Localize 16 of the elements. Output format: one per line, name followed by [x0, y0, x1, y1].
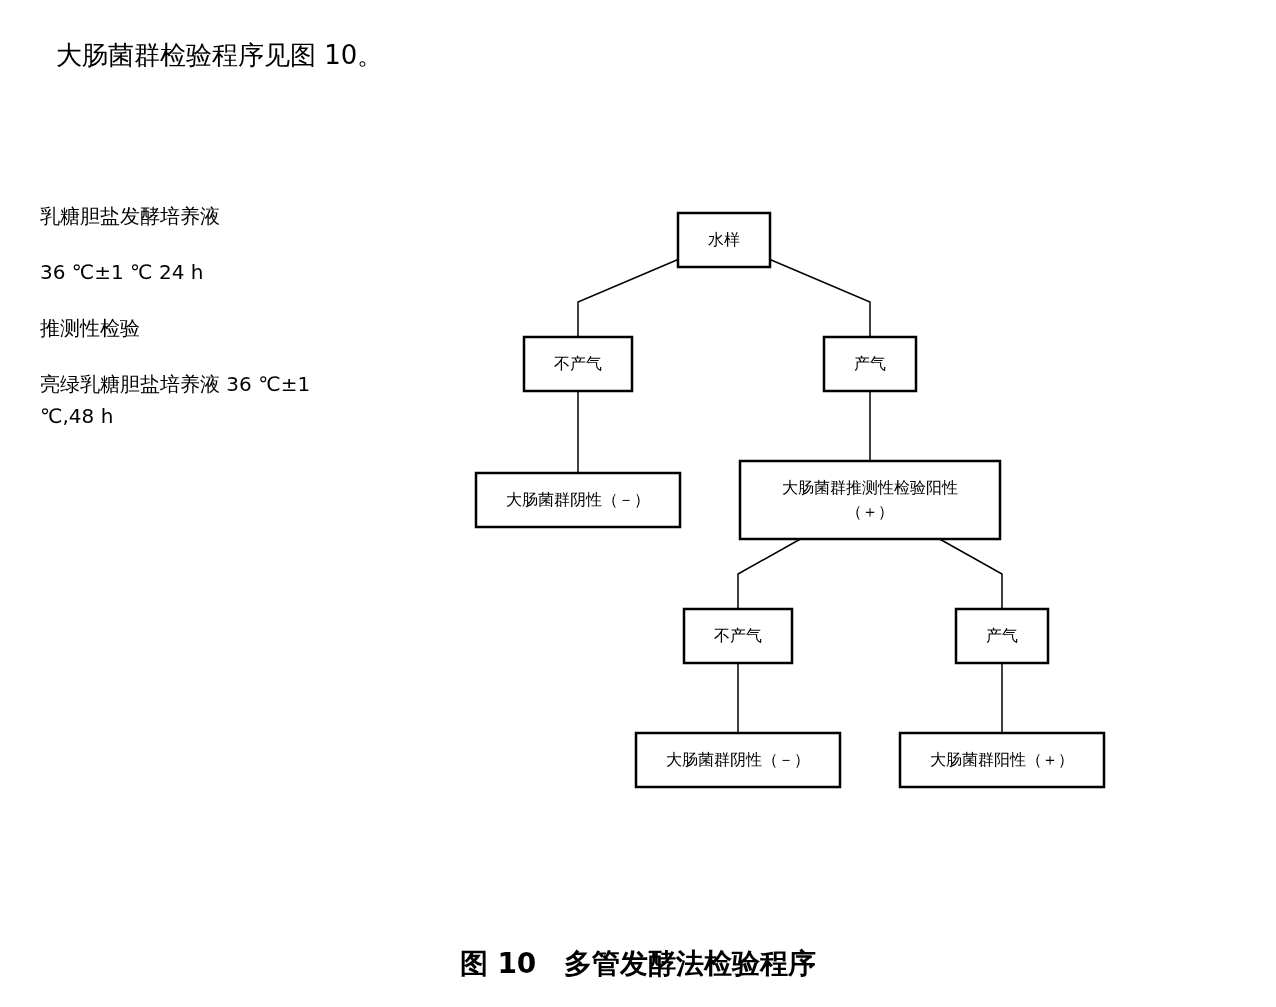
intro-text: 大肠菌群检验程序见图 10。 [56, 39, 384, 72]
node-box: 不产气 [682, 607, 794, 665]
figure-caption: 图 10 多管发酵法检验程序 [458, 946, 818, 982]
connector [577, 258, 679, 338]
note-text: 推测性检验 [40, 315, 141, 342]
node-box: 大肠菌群推测性检验阳性（＋） [738, 459, 1002, 541]
note-text: 亮绿乳糖胆盐培养液 36 ℃±1 ℃,48 h [40, 371, 312, 430]
node-box: 产气 [954, 607, 1050, 665]
node-box: 不产气 [522, 335, 634, 393]
node-box: 水样 [676, 211, 772, 269]
note-text: 乳糖胆盐发酵培养液 [40, 203, 221, 230]
note-text: 36 ℃±1 ℃ 24 h [40, 259, 205, 286]
node-box: 大肠菌群阴性（－） [474, 471, 682, 529]
node-box: 大肠菌群阳性（＋） [898, 731, 1106, 789]
node-box: 大肠菌群阴性（－） [634, 731, 842, 789]
node-box: 产气 [822, 335, 918, 393]
